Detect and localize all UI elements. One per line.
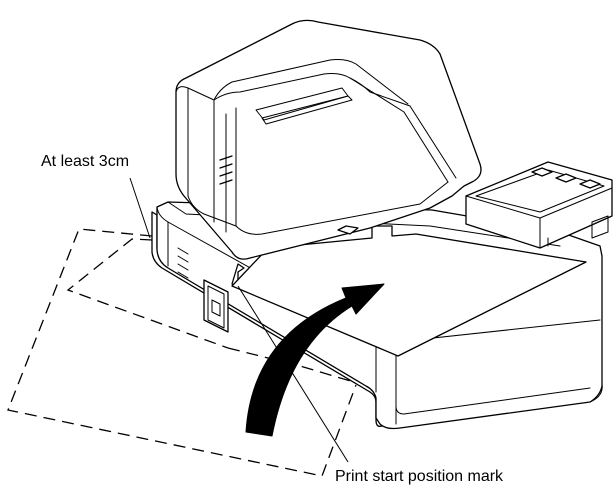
front-vents <box>219 155 233 185</box>
display-window <box>255 87 353 125</box>
side-vents <box>177 247 189 279</box>
leader-lines <box>129 177 349 463</box>
paper-sheet <box>231 225 587 357</box>
printer-cover <box>175 19 482 260</box>
power-switch <box>203 279 229 333</box>
insertion-arrow <box>245 283 385 437</box>
label-min-clearance: At least 3cm <box>41 153 129 170</box>
paper-pre-insertion-outline <box>7 228 365 477</box>
control-panel <box>465 161 613 249</box>
label-print-start-mark: Print start position mark <box>335 468 504 485</box>
